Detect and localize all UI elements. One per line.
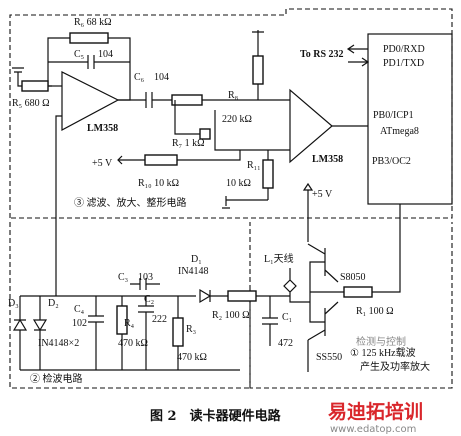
- watermark-url: www.edatop.com: [330, 424, 416, 435]
- c6-value: 104: [154, 72, 169, 83]
- opamp-1-label: LM358: [87, 123, 118, 134]
- d1-diode: [184, 288, 290, 304]
- d3-label: D₃: [8, 298, 19, 309]
- d1-label: D₁: [191, 254, 202, 265]
- r2-resistor: [227, 290, 257, 302]
- faint-watermark: 检测与控制: [356, 335, 406, 348]
- r4-label: R₄: [124, 318, 135, 329]
- v5-left-arrow: [117, 155, 123, 165]
- v5-left-label: +5 V: [92, 158, 113, 169]
- opamp-2-minus-path: [214, 110, 290, 151]
- c2-value: 222: [152, 314, 167, 325]
- c5-label: C₅: [74, 49, 84, 60]
- c6-label: C₆: [134, 72, 145, 83]
- r8-wires: [252, 30, 264, 100]
- ground-1: [222, 196, 268, 209]
- series-resistor: [171, 94, 203, 106]
- c4-label: C₄: [74, 304, 85, 315]
- section-detect-label: ② 检波电路: [30, 372, 83, 385]
- r2-label: R₂ 100 Ω: [212, 310, 250, 321]
- r7-wires: [174, 100, 200, 135]
- r1-wires: [310, 204, 401, 293]
- antenna-feed: [289, 296, 310, 303]
- r6-resistor: [69, 32, 109, 44]
- antenna-icon: [283, 268, 297, 296]
- d1-value: IN4148: [178, 266, 209, 277]
- mcu-pin-pd0: PD0/RXD: [383, 44, 425, 55]
- r7-resistor: [199, 128, 211, 140]
- c2-capacitor: [138, 296, 154, 370]
- v5-right-label: +5 V: [312, 189, 333, 200]
- q1-transistor: [307, 243, 339, 283]
- r10-resistor: [144, 154, 178, 166]
- d2-diode: [32, 296, 48, 370]
- c1-value: 472: [278, 338, 293, 349]
- r11-value: 10 kΩ: [226, 178, 251, 189]
- rs232-label: To RS 232: [300, 49, 344, 60]
- r6-wires: [47, 37, 131, 101]
- q2-label: SS550: [316, 352, 342, 363]
- c1-capacitor: [262, 296, 278, 346]
- r10-wires: [118, 150, 241, 161]
- r6-label: R₆ 68 kΩ: [74, 17, 112, 28]
- l1-label: L₁天线: [264, 252, 294, 265]
- d3-diode: [12, 296, 28, 370]
- opamp-1-plus-in: [55, 115, 62, 296]
- r4-resistor: [116, 305, 128, 335]
- c3-value: 103: [138, 272, 153, 283]
- c2-label: C₂: [144, 294, 154, 305]
- opamp-2: [289, 88, 333, 164]
- v5-right-arrow: [302, 182, 314, 191]
- r10-label: R₁₀ 10 kΩ: [138, 178, 179, 189]
- c4-capacitor: [88, 296, 104, 370]
- r1-resistor: [343, 286, 373, 298]
- watermark-brand: 易迪拓培训: [328, 400, 423, 423]
- section-filter-label: ③ 滤波、放大、整形电路: [74, 196, 187, 209]
- mcu-pin-pb3: PB3/OC2: [372, 156, 411, 167]
- r8-resistor: [252, 55, 264, 85]
- r3-label: R₃: [186, 324, 196, 335]
- c4-value: 102: [72, 318, 87, 329]
- r11-resistor: [262, 159, 274, 189]
- q2-transistor: [307, 301, 339, 341]
- r8-value: 220 kΩ: [222, 114, 252, 125]
- section-detect-boundary: [9, 222, 251, 389]
- section-carrier-label-1: ① 125 kHz载波: [350, 346, 416, 359]
- c3-label: C₃: [118, 272, 128, 283]
- c5-value: 104: [98, 49, 113, 60]
- r4-value: 470 kΩ: [118, 338, 148, 349]
- c6-capacitor: [118, 92, 172, 108]
- opamp-2-label: LM358: [312, 154, 343, 165]
- d23-value: IN4148×2: [38, 338, 79, 349]
- c5-capacitor: [48, 55, 130, 69]
- figure-caption: 图 2 读卡器硬件电路: [150, 408, 282, 424]
- r5-wires: [12, 67, 52, 87]
- r5-resistor: [21, 80, 49, 92]
- q1-label: S8050: [340, 272, 366, 283]
- c3-capacitor: [130, 278, 160, 290]
- r3-resistor: [172, 317, 184, 347]
- c1-label: C₁: [282, 312, 292, 323]
- d2-label: D₂: [48, 298, 59, 309]
- r11-label: R₁₁: [247, 160, 261, 171]
- section-carrier-label-2: 产生及功率放大: [360, 360, 430, 373]
- rs232-arrow-out: [348, 57, 370, 67]
- mcu-block: [367, 33, 453, 205]
- r7-label: R₇ 1 kΩ: [172, 138, 205, 149]
- r3-value: 470 kΩ: [177, 352, 207, 363]
- rs232-arrow-in: [346, 44, 368, 54]
- r8-label: R₈: [228, 90, 239, 101]
- mcu-name: ATmega8: [380, 126, 419, 137]
- section-carrier-boundary: [249, 222, 453, 389]
- opamp-1: [61, 71, 120, 132]
- r1-label: R₁ 100 Ω: [356, 306, 394, 317]
- r5-label: R₅ 680 Ω: [12, 98, 50, 109]
- mcu-pin-pb0: PB0/ICP1: [373, 110, 414, 121]
- mcu-pin-pd1: PD1/TXD: [383, 58, 424, 69]
- section-filter-boundary: [9, 8, 453, 219]
